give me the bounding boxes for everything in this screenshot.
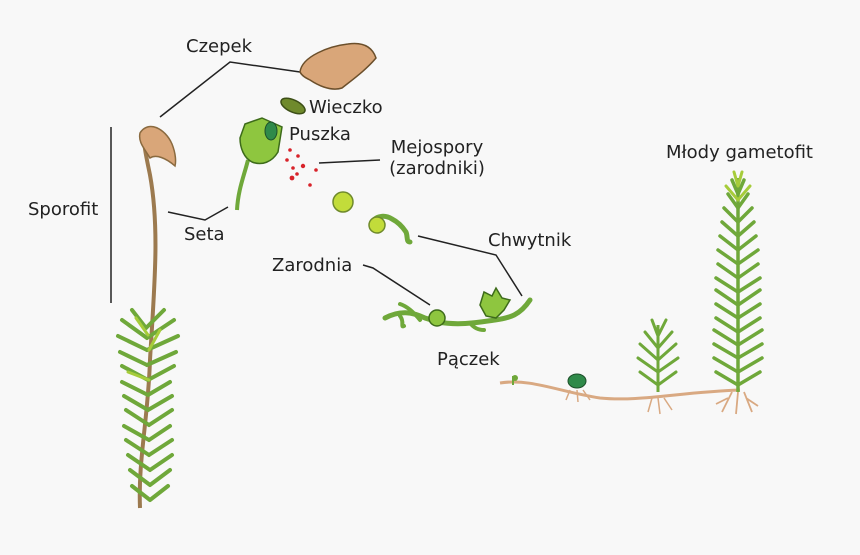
sporophyte-calyptra	[138, 125, 177, 168]
paczek-bud	[479, 286, 512, 319]
sporeling-cell	[368, 216, 386, 234]
czepek-leader-line	[159, 61, 301, 118]
czepek-calyptra	[299, 42, 377, 90]
label-mejospory: Mejospory (zarodniki)	[381, 137, 493, 179]
meiospores	[285, 148, 318, 187]
gametophyte-leaves-left	[116, 308, 180, 502]
sporophyte-plant	[116, 125, 180, 509]
sporophyte-stalk	[137, 132, 158, 509]
protonema-zarodnia	[428, 309, 446, 327]
capsule-with-seta	[235, 117, 283, 211]
label-seta: Seta	[184, 224, 225, 245]
chwytnik-leader-line	[417, 235, 523, 297]
capsule-spore-mass	[264, 121, 278, 141]
seta-leader-line	[167, 206, 229, 221]
label-mejospory-line1: Mejospory	[390, 137, 484, 158]
label-chwytnik: Chwytnik	[488, 230, 572, 251]
label-zarodnia: Zarodnia	[272, 255, 353, 276]
label-czepek: Czepek	[186, 36, 253, 57]
leader-lines	[159, 61, 523, 306]
protonema	[382, 286, 533, 332]
mlody-gametofit-plant	[712, 170, 764, 415]
label-paczek: Pączek	[437, 349, 500, 370]
zarodnia-leader-line	[362, 264, 431, 306]
label-sporofit: Sporofit	[28, 199, 99, 220]
label-mlody-gametofit: Młody gametofit	[666, 142, 813, 163]
label-wieczko: Wieczko	[309, 97, 383, 118]
wieczko-operculum	[280, 97, 306, 115]
germinating-spore	[332, 191, 354, 213]
label-puszka: Puszka	[289, 124, 351, 145]
rhizome-and-young-plants	[499, 318, 741, 415]
mejospory-leader-line	[318, 159, 381, 164]
label-mejospory-line2: (zarodniki)	[389, 157, 485, 179]
